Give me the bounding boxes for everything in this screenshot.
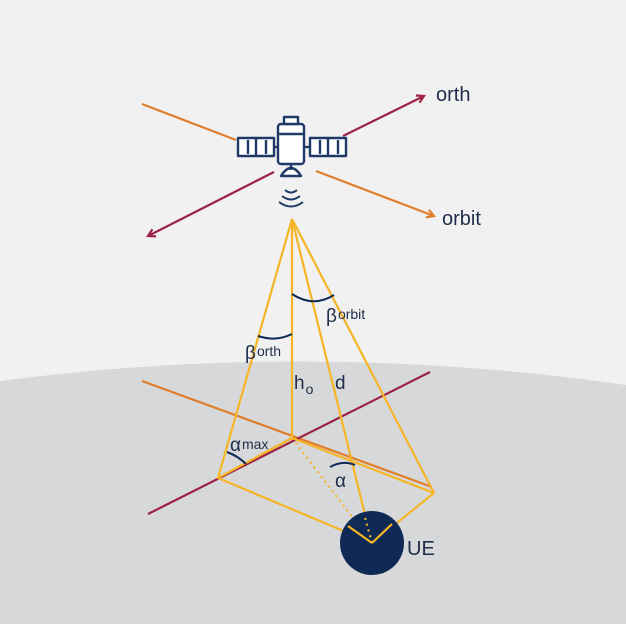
alpha-arc xyxy=(329,461,356,468)
beam-footprint xyxy=(216,218,436,545)
beam-edge-left xyxy=(216,218,294,479)
beta-orbit-label: βorbit xyxy=(326,306,365,327)
ground-orbit-axis xyxy=(141,379,433,489)
beam-edge-right xyxy=(291,218,435,494)
orth-axis-arrow xyxy=(342,96,424,137)
slant-range-d xyxy=(290,218,374,544)
alpha-max-arc xyxy=(226,451,247,465)
orth-axis-back xyxy=(148,171,275,236)
orbit-axis-label: orbit xyxy=(442,208,481,230)
alpha-label: α xyxy=(335,471,346,492)
beta-orth-label: βorth xyxy=(245,343,281,364)
ue-label: UE xyxy=(407,538,435,560)
orbit-axis-back xyxy=(141,102,237,142)
beta-orth-arc xyxy=(257,333,293,340)
alpha-max-label: αmax xyxy=(230,435,268,456)
ue-beam-lines xyxy=(347,513,393,544)
orth-axis-label: orth xyxy=(436,84,470,106)
beta-orbit-arc xyxy=(291,293,335,303)
ground-distance-dotted xyxy=(291,437,373,544)
satellite-icon xyxy=(236,115,348,178)
signal-waves-icon xyxy=(278,189,304,208)
earth-surface xyxy=(0,361,626,624)
distance-label: d xyxy=(335,373,346,394)
height-label: ho xyxy=(294,373,314,397)
orbit-axis-arrow xyxy=(315,169,434,216)
